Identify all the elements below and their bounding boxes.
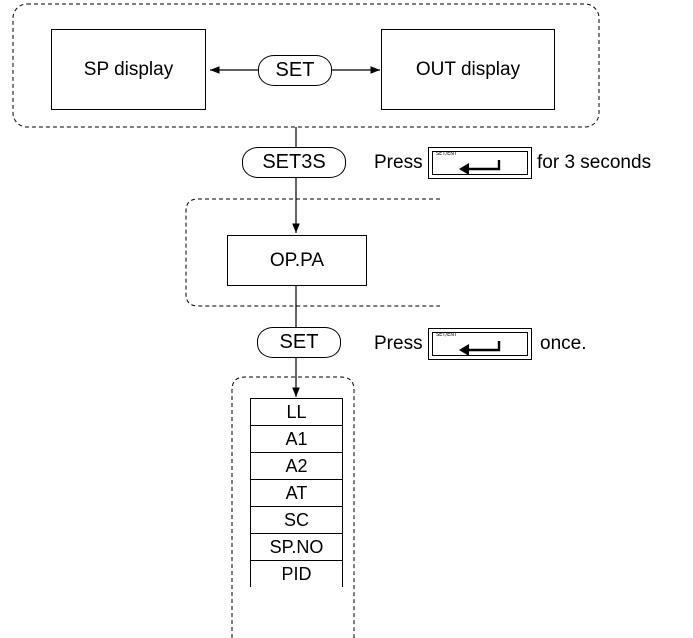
top-group-frame <box>12 3 600 128</box>
sp-display-label: SP display <box>83 58 174 80</box>
parameter-item: A1 <box>251 426 342 453</box>
press-label-1: Press <box>374 152 423 173</box>
middle-group-frame <box>185 198 440 307</box>
parameter-item: AT <box>251 480 342 507</box>
set-ent-key-icon-1-face <box>432 151 528 175</box>
out-display-box: OUT display <box>381 29 555 110</box>
parameter-item: LL <box>251 399 342 426</box>
parameter-list: LL A1 A2 AT SC SP.NO PID <box>250 398 343 587</box>
parameter-item: SC <box>251 507 342 534</box>
set3s-key: SET3S <box>242 147 346 178</box>
suffix-label-2: once. <box>540 333 587 354</box>
suffix-label-1: for 3 seconds <box>537 152 652 173</box>
set-ent-key-icon-2-face <box>432 332 528 356</box>
set-key-top-label: SET <box>275 59 315 81</box>
press-label-2: Press <box>374 333 423 354</box>
set3s-key-label: SET3S <box>262 151 326 173</box>
set-ent-key-icon-1: SET/ENT <box>428 147 532 179</box>
sp-display-box: SP display <box>51 29 206 110</box>
out-display-label: OUT display <box>415 58 521 80</box>
set-ent-key-icon-1-legend: SET/ENT <box>436 151 458 157</box>
parameter-item: SP.NO <box>251 534 342 561</box>
enter-arrow-icon <box>459 160 501 175</box>
oppa-label: OP.PA <box>269 249 325 271</box>
set-key-2: SET <box>257 327 341 358</box>
set-key-2-label: SET <box>279 331 319 353</box>
set-key-top: SET <box>258 55 332 86</box>
oppa-box: OP.PA <box>227 235 367 286</box>
bottom-group-frame <box>231 376 355 638</box>
enter-arrow-icon <box>459 341 501 356</box>
parameter-item: PID <box>281 563 312 584</box>
parameter-item: A2 <box>251 453 342 480</box>
set-ent-key-icon-2: SET/ENT <box>428 328 532 360</box>
set-ent-key-icon-2-legend: SET/ENT <box>436 332 458 338</box>
